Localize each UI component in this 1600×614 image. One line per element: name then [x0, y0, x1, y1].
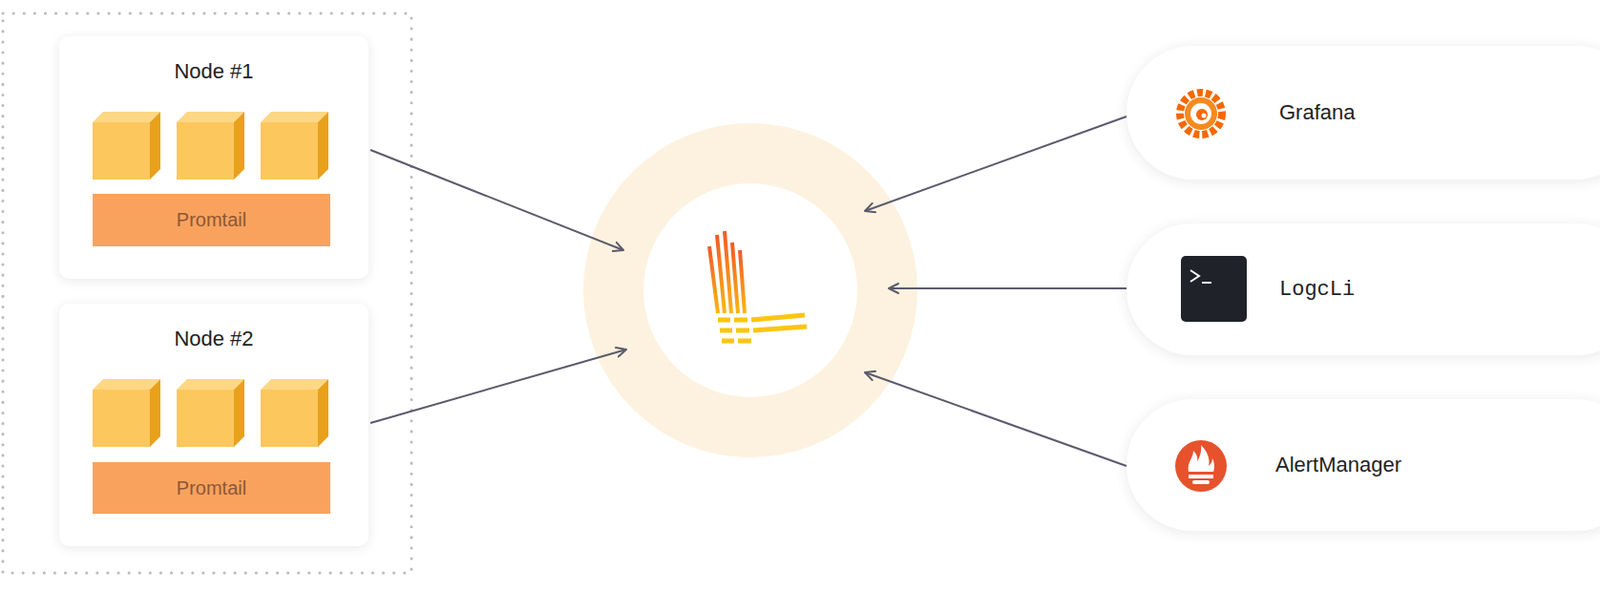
- host-node-box: Node #1 Promtail: [59, 36, 369, 279]
- query-arrow: [864, 116, 1127, 211]
- loki-logo: [709, 231, 807, 341]
- dotted-group-border: [2, 13, 412, 573]
- node-label: LogcLi: [1279, 277, 1355, 302]
- node-label: Promtail: [176, 209, 247, 232]
- client-pill: LogcLi: [1126, 223, 1600, 356]
- node-label: Node #1: [173, 59, 253, 85]
- query-arrow: [888, 287, 1127, 290]
- node-label: Node #2: [173, 326, 253, 352]
- agent-bar: Promtail: [92, 462, 331, 514]
- agent-bar: Promtail: [92, 193, 331, 247]
- loki-outer-ring: [583, 123, 918, 458]
- node-label: Promtail: [176, 477, 247, 500]
- loki-inner-circle: [643, 183, 858, 398]
- push-arrow: [370, 149, 624, 251]
- node-label: Grafana: [1279, 100, 1356, 126]
- push-arrow: [370, 349, 627, 423]
- client-pill: Grafana: [1126, 45, 1600, 180]
- host-node-box: Node #2 Promtail: [59, 303, 369, 547]
- query-arrow: [864, 372, 1127, 466]
- client-pill: AlertManager: [1126, 399, 1600, 531]
- node-label: AlertManager: [1275, 452, 1402, 478]
